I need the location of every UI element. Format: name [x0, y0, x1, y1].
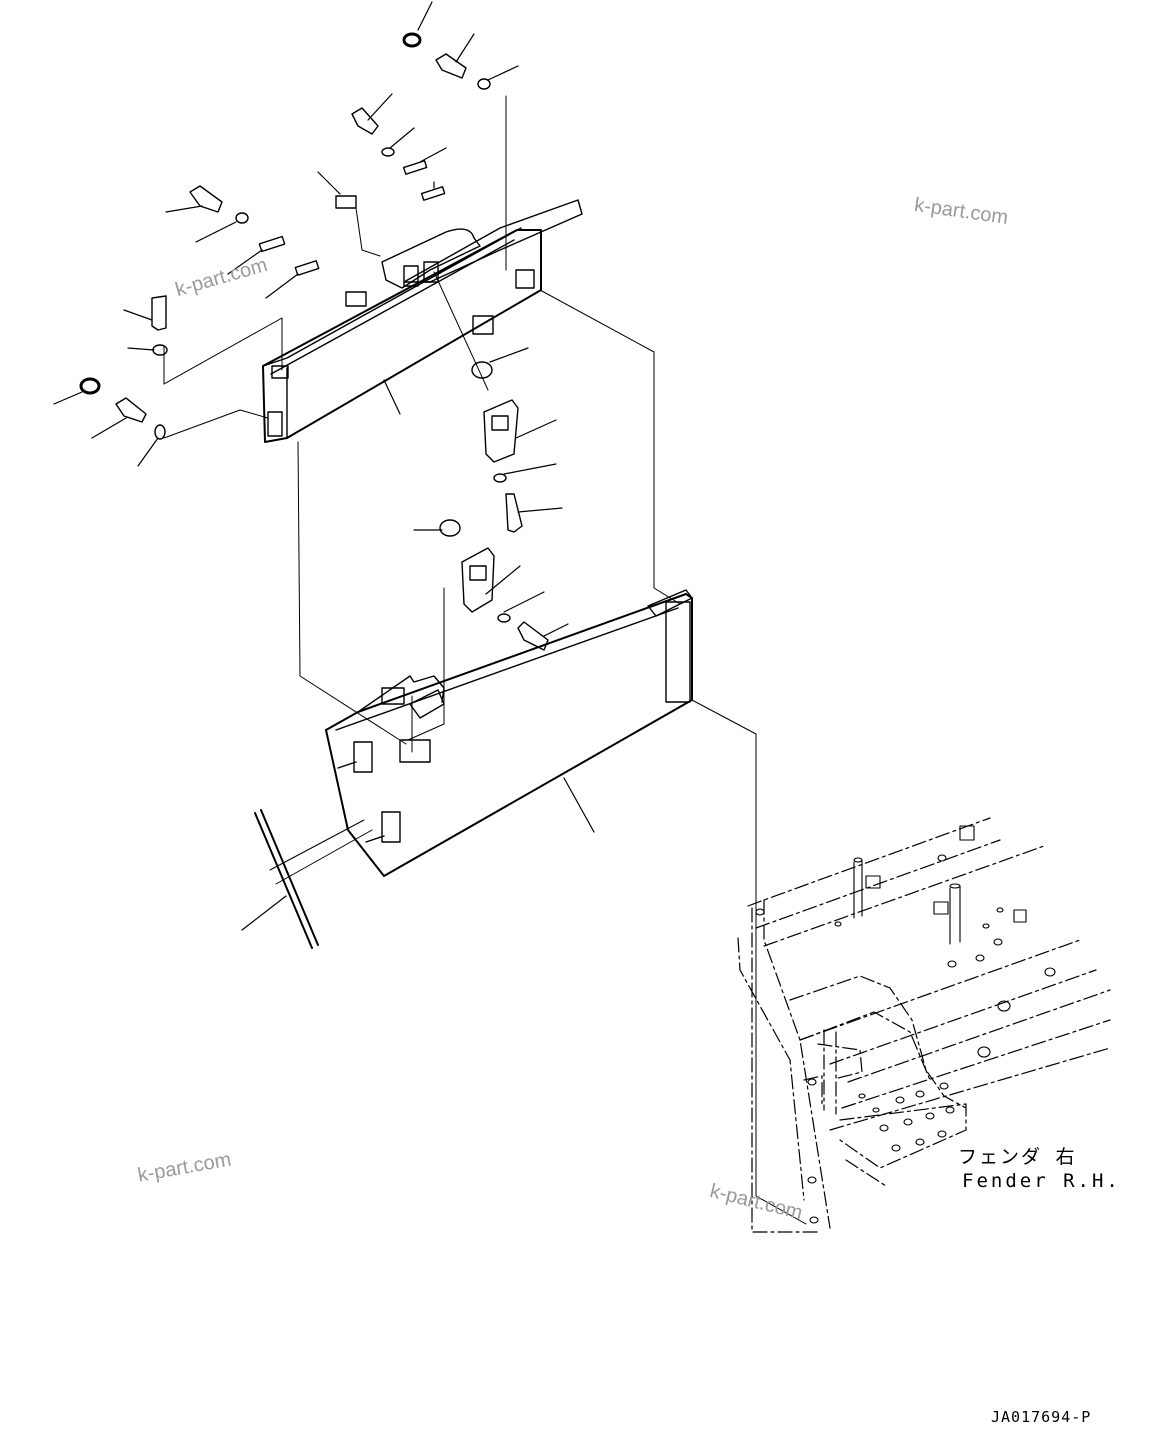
clip [258, 235, 286, 253]
support-rod [254, 809, 319, 949]
hardware-parts [79, 32, 549, 651]
o-ring [79, 377, 101, 395]
latch-clip [399, 739, 431, 763]
pad [335, 195, 357, 209]
bolt [351, 107, 379, 135]
panel-clip [345, 291, 367, 307]
panel-clip [472, 315, 494, 335]
lower-door-panel [325, 589, 693, 877]
washer [497, 613, 511, 623]
leader-lines [53, 1, 595, 931]
panel-clip [271, 365, 289, 379]
door-stop [353, 741, 373, 773]
washer [493, 473, 507, 483]
latch-bracket [483, 399, 519, 463]
bolt [151, 295, 167, 331]
panel-clip [267, 411, 283, 437]
o-ring [402, 32, 422, 48]
washer [477, 78, 491, 90]
nut [471, 361, 493, 379]
clip [294, 260, 320, 276]
washer [381, 147, 395, 157]
washer [235, 212, 249, 224]
pin [402, 160, 428, 175]
bolt [517, 621, 549, 651]
panel-clip [515, 269, 535, 289]
bolt [435, 53, 467, 79]
upper-cover-panel [262, 199, 583, 443]
washer [152, 344, 168, 356]
handle-bracket [381, 228, 481, 289]
hinge-tab [647, 589, 693, 617]
nut [439, 519, 461, 537]
door-stop [381, 811, 401, 843]
fender-label-english: Fender R.H. [962, 1170, 1121, 1192]
washer [154, 424, 166, 440]
pin [420, 186, 446, 201]
latch-bracket [461, 547, 495, 613]
fender-label-japanese: フェンダ 右 [958, 1146, 1077, 1168]
hinge-plate [665, 601, 691, 703]
assembly-lines [163, 95, 807, 1225]
bolt [189, 185, 223, 213]
drawing-number: JA017694-P [991, 1408, 1092, 1426]
bolt [115, 397, 147, 423]
bolt [505, 493, 523, 533]
fender-fittings [755, 825, 1056, 1224]
fender-rh [737, 817, 1111, 1233]
